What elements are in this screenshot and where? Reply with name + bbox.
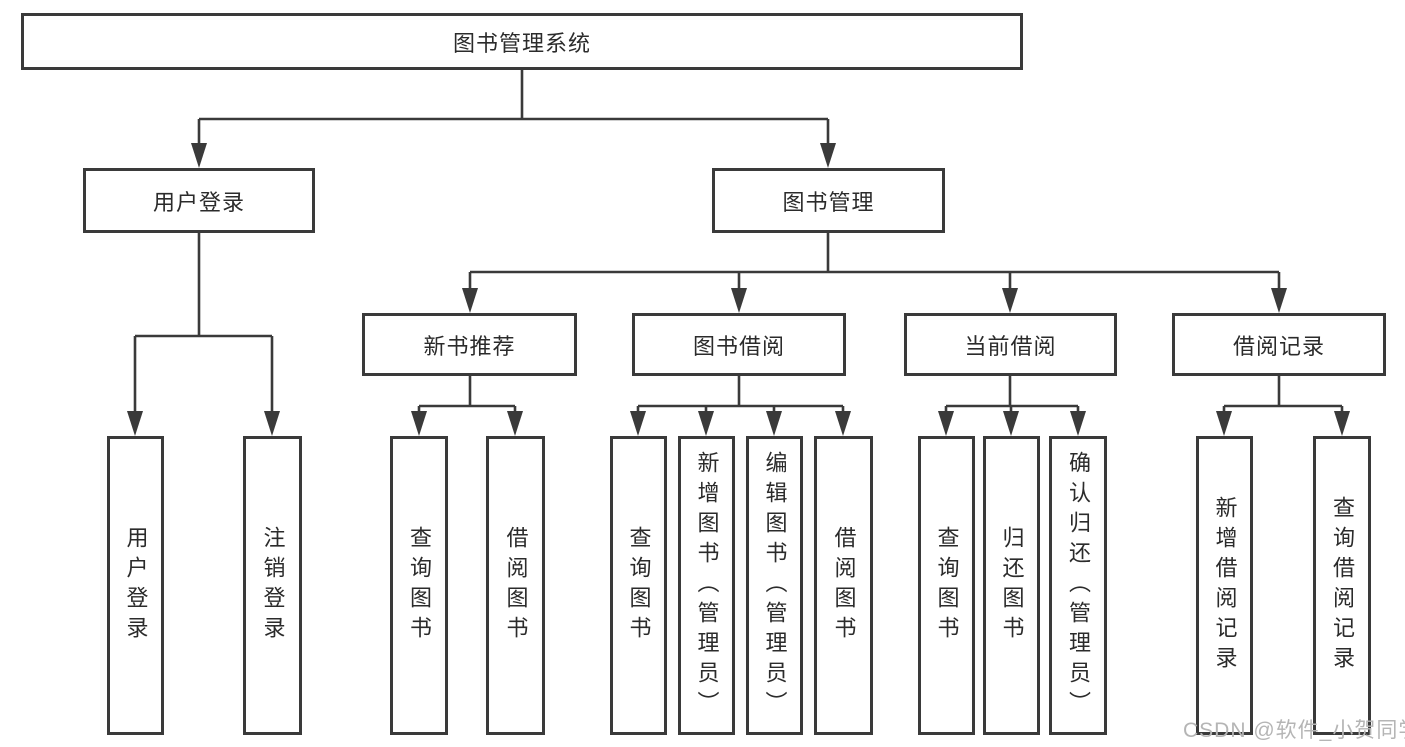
arrowhead-user-login <box>191 143 207 168</box>
arrowhead-leaf-edit-book <box>766 411 782 436</box>
leaf-confirm-return-label: 确认归还（管理员） <box>1066 450 1091 721</box>
arrowhead-leaf-query-borrow-record <box>1334 411 1350 436</box>
node-current-borrow-label: 当前借阅 <box>964 333 1057 359</box>
arrowhead-current-borrow <box>1002 288 1018 313</box>
leaf-edit-book: 编辑图书（管理员） <box>746 436 803 735</box>
csdn-watermark: CSDN @软件_小贺同学 <box>1183 719 1405 742</box>
leaf-query-borrow-record-label: 查询借阅记录 <box>1330 495 1355 676</box>
leaf-add-book-label: 新增图书（管理员） <box>694 450 720 721</box>
leaf-add-borrow-record: 新增借阅记录 <box>1196 436 1253 735</box>
leaf-confirm-return: 确认归还（管理员） <box>1049 436 1107 735</box>
leaf-return-book-label: 归还图书 <box>999 525 1025 646</box>
arrowhead-leaf-borrow-book-1 <box>507 411 523 436</box>
node-current-borrow: 当前借阅 <box>904 313 1117 376</box>
leaf-add-book: 新增图书（管理员） <box>678 436 735 735</box>
connector-new-book-recommend-branch <box>417 376 517 412</box>
leaf-query-book-3-label: 查询图书 <box>934 525 960 646</box>
node-root-label: 图书管理系统 <box>452 30 591 56</box>
connector-book-borrow-branch <box>636 376 845 412</box>
node-new-book-recommend: 新书推荐 <box>362 313 577 376</box>
node-book-management: 图书管理 <box>712 168 945 233</box>
leaf-user-login-label: 用户登录 <box>123 525 149 646</box>
arrowhead-leaf-query-book-1 <box>411 411 427 436</box>
arrowhead-leaf-add-borrow-record <box>1216 411 1232 436</box>
leaf-edit-book-label: 编辑图书（管理员） <box>762 450 788 721</box>
leaf-logout: 注销登录 <box>243 436 302 735</box>
leaf-query-borrow-record: 查询借阅记录 <box>1313 436 1371 735</box>
connector-borrow-records-branch <box>1222 376 1344 412</box>
arrowhead-leaf-borrow-book-2 <box>835 411 851 436</box>
arrowhead-leaf-return-book <box>1003 411 1019 436</box>
leaf-query-book-1-label: 查询图书 <box>407 525 432 646</box>
leaf-query-book-2: 查询图书 <box>610 436 667 735</box>
arrowhead-new-book-recommend <box>462 288 478 313</box>
arrowhead-leaf-user-login <box>127 411 143 436</box>
leaf-borrow-book-1: 借阅图书 <box>486 436 545 735</box>
leaf-query-book-3: 查询图书 <box>918 436 975 735</box>
node-root: 图书管理系统 <box>21 13 1023 70</box>
leaf-query-book-2-label: 查询图书 <box>626 525 652 646</box>
node-book-management-label: 图书管理 <box>782 189 875 215</box>
leaf-query-book-1: 查询图书 <box>390 436 448 735</box>
leaf-return-book: 归还图书 <box>983 436 1040 735</box>
leaf-borrow-book-1-label: 借阅图书 <box>503 525 529 646</box>
node-user-login-label: 用户登录 <box>152 189 245 215</box>
connector-root-to-level2 <box>197 69 830 144</box>
connector-book-management-branch <box>468 233 1281 289</box>
leaf-add-borrow-record-label: 新增借阅记录 <box>1212 495 1238 676</box>
connector-current-borrow-branch <box>944 376 1080 412</box>
node-user-login: 用户登录 <box>83 168 315 233</box>
leaf-user-login: 用户登录 <box>107 436 164 735</box>
connector-user-login-branch <box>133 233 274 412</box>
node-borrow-records: 借阅记录 <box>1172 313 1386 376</box>
arrowhead-borrow-records <box>1271 288 1287 313</box>
arrowhead-leaf-logout <box>264 411 280 436</box>
leaf-borrow-book-2-label: 借阅图书 <box>831 525 857 646</box>
node-new-book-recommend-label: 新书推荐 <box>423 333 516 359</box>
arrowhead-leaf-query-book-2 <box>630 411 646 436</box>
arrowhead-leaf-query-book-3 <box>938 411 954 436</box>
node-book-borrow: 图书借阅 <box>632 313 846 376</box>
arrowhead-book-borrow <box>731 288 747 313</box>
node-book-borrow-label: 图书借阅 <box>692 333 785 359</box>
arrowhead-leaf-confirm-return <box>1070 411 1086 436</box>
arrowhead-book-management <box>820 143 836 168</box>
leaf-logout-label: 注销登录 <box>260 525 286 646</box>
node-borrow-records-label: 借阅记录 <box>1232 333 1325 359</box>
leaf-borrow-book-2: 借阅图书 <box>814 436 873 735</box>
arrowhead-leaf-add-book <box>698 411 714 436</box>
